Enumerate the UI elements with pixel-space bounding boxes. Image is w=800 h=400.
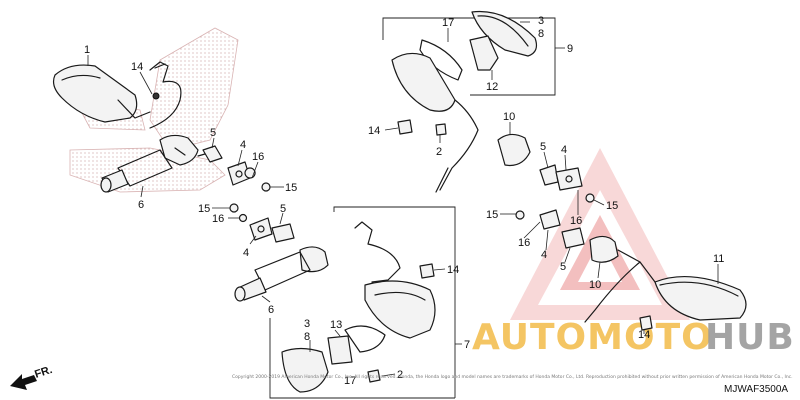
callout-7: 7 (464, 339, 470, 351)
callout-5: 5 (210, 127, 216, 139)
indicator-assy-9 (391, 10, 538, 193)
callout-8: 8 (538, 28, 544, 40)
copyright-text: Copyright 2000-2019 American Honda Motor… (232, 374, 793, 380)
callout-2: 2 (397, 369, 403, 381)
callout-16: 16 (518, 237, 530, 249)
socket-6-upper (100, 134, 199, 193)
callout-10: 10 (589, 279, 601, 291)
callout-4: 4 (240, 139, 246, 151)
callout-11: 11 (713, 253, 724, 265)
indicator-assy-11 (497, 133, 747, 331)
callout-15: 15 (606, 200, 618, 212)
callout-5: 5 (540, 141, 546, 153)
callout-4: 4 (243, 247, 249, 259)
callout-5: 5 (280, 203, 286, 215)
callout-14: 14 (638, 329, 650, 341)
callout-17: 17 (442, 17, 454, 29)
callout-4: 4 (541, 249, 547, 261)
front-label: FR. (33, 364, 54, 381)
watermark: AUTOMOTO HUB (472, 148, 795, 358)
callout-15: 15 (198, 203, 210, 215)
watermark-word-hub: HUB (705, 317, 795, 358)
callout-2: 2 (436, 146, 442, 158)
front-direction-indicator: FR. (10, 364, 54, 390)
callout-6: 6 (138, 199, 144, 211)
callout-16: 16 (252, 151, 264, 163)
watermark-word-auto: AUTOMOTO (472, 317, 713, 358)
callout-8: 8 (304, 331, 310, 343)
callout-16: 16 (212, 213, 224, 225)
callout-12: 12 (486, 81, 498, 93)
callout-14: 14 (368, 125, 380, 137)
callout-9: 9 (567, 43, 573, 55)
callout-3: 3 (304, 318, 310, 330)
callout-16: 16 (570, 215, 582, 227)
callout-labels: 1 14 5 4 16 15 6 15 16 5 4 6 17 3 8 9 12… (84, 15, 724, 387)
callout-1: 1 (84, 44, 90, 56)
diagram-code: MJWAF3500A (724, 384, 788, 395)
group-bracket-7 (333, 206, 456, 398)
callout-13: 13 (330, 319, 342, 331)
group-bracket-9 (382, 17, 556, 96)
callout-15: 15 (486, 209, 498, 221)
callout-3: 3 (538, 15, 544, 27)
bulb-set-lower-left (229, 203, 329, 302)
indicator-assy-1 (52, 61, 182, 129)
bulb-set-upper-left (197, 145, 271, 192)
arrow-left-icon (10, 374, 37, 390)
callout-15: 15 (285, 182, 297, 194)
indicator-assy-7 (281, 221, 436, 393)
callout-14: 14 (447, 264, 459, 276)
callout-17: 17 (344, 375, 356, 387)
leader-lines (87, 21, 719, 377)
callout-6: 6 (268, 304, 274, 316)
callout-14: 14 (131, 61, 143, 73)
callout-10: 10 (503, 111, 515, 123)
callout-5: 5 (560, 261, 566, 273)
callout-4: 4 (561, 144, 567, 156)
